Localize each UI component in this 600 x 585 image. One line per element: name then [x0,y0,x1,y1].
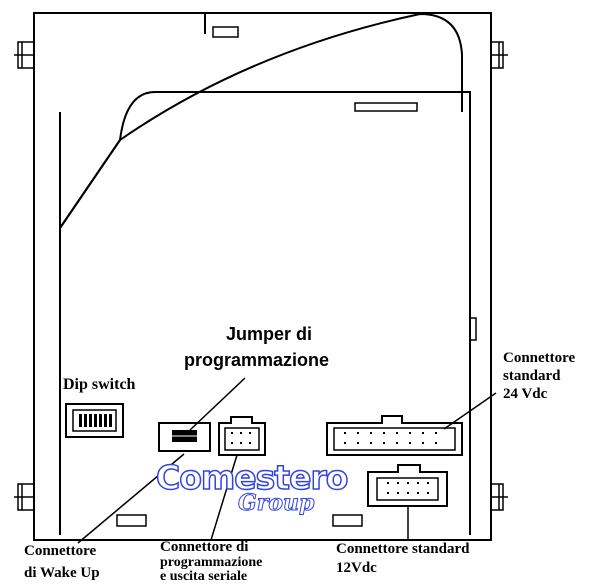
brand-logo-script: Group [237,490,315,517]
top-small-slot [212,26,239,38]
wake-up-connector [158,422,211,452]
label-programming-line1: Connettore di [160,539,249,555]
connector-12vdc [367,464,448,507]
front-panel [59,91,471,535]
label-12vdc-line1: Connettore standard [336,541,470,557]
label-12vdc-line2: 12Vdc [336,560,377,576]
leader-jumper [189,377,246,431]
label-jumper-line2: programmazione [184,350,330,370]
brand-logo: Comestero [155,457,349,498]
bottom-slot-left [116,514,147,527]
leader-24vdc [443,392,497,430]
label-24vdc-line2: standard [503,368,561,384]
back-housing [33,12,492,541]
programming-connector [218,416,266,456]
leader-programming [210,454,238,541]
label-jumper-line1: Jumper di [226,324,313,344]
label-programming-line2: programmazione [160,555,263,570]
back-cover [59,12,463,229]
label-wake-up-line1: Connettore [24,543,97,559]
right-mounting-tab-top [490,41,508,69]
label-dip-switch: Dip switch [63,376,136,393]
bottom-slot-right [332,514,363,527]
dip-switch [65,403,124,438]
left-mounting-tab-bottom [14,483,35,511]
label-programming-line3: e uscita seriale [160,569,248,584]
connector-24vdc [326,415,463,456]
right-mounting-tab-bottom [490,483,508,511]
leader-wake-up [77,453,185,544]
label-24vdc-line1: Connettore [503,350,576,366]
left-mounting-tab-top [14,41,35,69]
panel-top-slot [354,102,418,112]
label-24vdc-line3: 24 Vdc [503,386,548,402]
label-wake-up-line2: di Wake Up [24,565,100,581]
